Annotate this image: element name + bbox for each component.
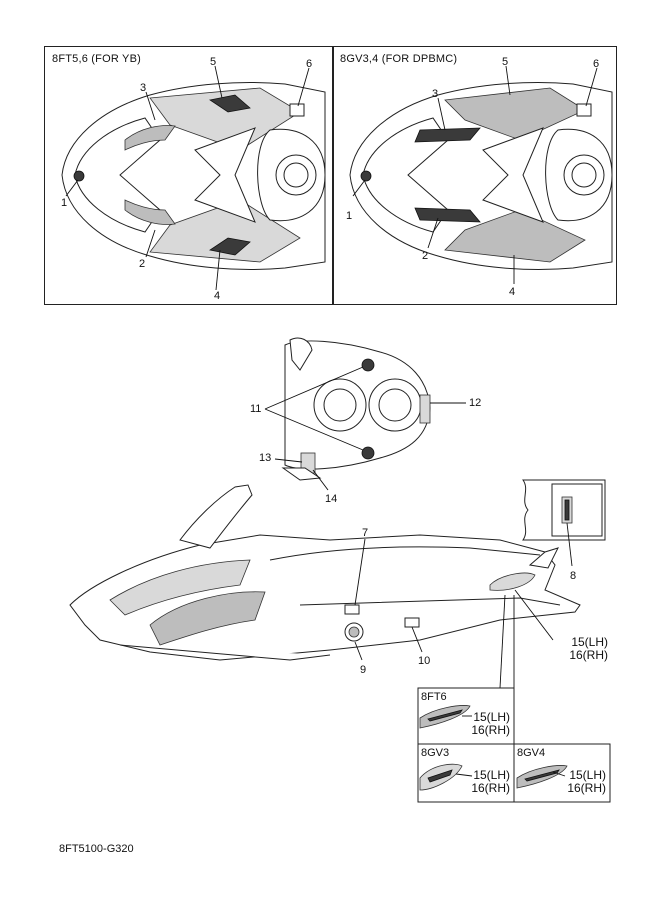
sled-side-view: [69, 484, 581, 661]
callout-5-right: 5: [502, 56, 509, 68]
callout-14: 14: [325, 493, 338, 505]
callout-6-right: 6: [593, 58, 600, 70]
top-left-panel: [44, 46, 334, 305]
apex-emblem-decal-icon: [419, 763, 463, 791]
callout-6-left: 6: [306, 58, 313, 70]
top-right-panel-header: 8GV3,4 (FOR DPBMC): [340, 53, 458, 65]
callout-15-label: 15(LH): [571, 635, 608, 649]
callout-15-16: 15(LH) 16(RH): [562, 636, 608, 662]
callout-8: 8: [570, 570, 577, 582]
callout-11: 11: [250, 403, 262, 415]
variant-8ft6-line1: 15(LH): [473, 710, 510, 724]
callout-2-left: 2: [139, 258, 146, 270]
callout-1-left: 1: [61, 197, 68, 209]
top-left-panel-header: 8FT5,6 (FOR YB): [52, 53, 141, 65]
top-right-panel: [332, 46, 617, 305]
callout-9: 9: [360, 664, 367, 676]
callout-13: 13: [259, 452, 272, 464]
hood-top-view-right: [349, 81, 613, 270]
variant-8ft6-parts: 15(LH) 16(RH): [462, 711, 510, 737]
hood-top-view-left: [61, 81, 326, 270]
variant-8gv3-parts: 15(LH) 16(RH): [462, 769, 510, 795]
callout-4-left: 4: [214, 290, 221, 302]
seat-top-view: [281, 337, 431, 481]
callout-12: 12: [469, 397, 482, 409]
callout-16-label: 16(RH): [569, 648, 608, 662]
tunnel-detail: [522, 479, 606, 541]
variant-8gv3-line2: 16(RH): [471, 781, 510, 795]
script-emblem-decal-icon: [419, 705, 471, 729]
variant-8gv4-parts: 15(LH) 16(RH): [558, 769, 606, 795]
variant-8ft6-line2: 16(RH): [471, 723, 510, 737]
variant-8ft6-label: 8FT6: [421, 691, 447, 703]
callout-1-right: 1: [346, 210, 353, 222]
callout-3-right: 3: [432, 88, 439, 100]
callout-10: 10: [418, 655, 431, 667]
variant-8gv4-line2: 16(RH): [567, 781, 606, 795]
callout-3-left: 3: [140, 82, 147, 94]
variant-8gv3-label: 8GV3: [421, 747, 450, 759]
callout-5-left: 5: [210, 56, 217, 68]
variant-8gv4-label: 8GV4: [517, 747, 546, 759]
callout-2-right: 2: [422, 250, 429, 262]
figure-code: 8FT5100-G320: [59, 843, 134, 855]
callout-4-right: 4: [509, 286, 516, 298]
variant-8gv3-line1: 15(LH): [473, 768, 510, 782]
variant-8gv4-line1: 15(LH): [569, 768, 606, 782]
callout-7: 7: [362, 527, 369, 539]
